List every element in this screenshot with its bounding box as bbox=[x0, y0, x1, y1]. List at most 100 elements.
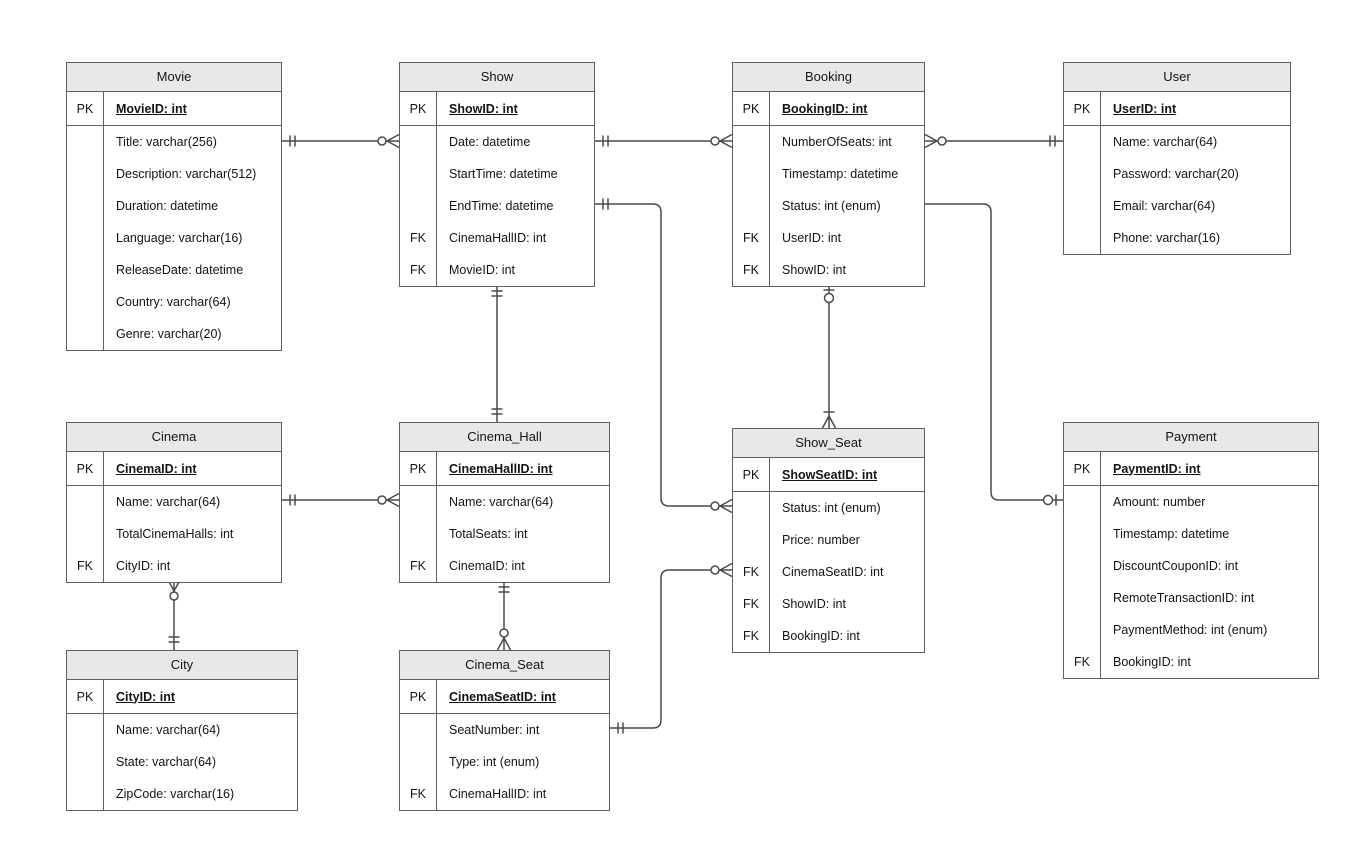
key-label: FK bbox=[1064, 646, 1101, 678]
attribute-text: UserID: int bbox=[782, 231, 842, 245]
attribute-row: DiscountCouponID: int bbox=[1064, 550, 1318, 582]
attribute-text: Name: varchar(64) bbox=[116, 723, 221, 737]
key-label bbox=[733, 492, 770, 524]
primary-key-row: PK CinemaHallID: int bbox=[400, 452, 609, 486]
attribute-text: Password: varchar(20) bbox=[1113, 167, 1239, 181]
key-label bbox=[400, 158, 437, 190]
attribute-text: Country: varchar(64) bbox=[116, 295, 231, 309]
key-label bbox=[733, 190, 770, 222]
attribute-text: ShowID: int bbox=[782, 597, 846, 611]
attribute-text: Type: int (enum) bbox=[449, 755, 540, 769]
attribute-row: Email: varchar(64) bbox=[1064, 190, 1290, 222]
attribute-text: CityID: int bbox=[116, 689, 176, 704]
attribute-row: ReleaseDate: datetime bbox=[67, 254, 281, 286]
attribute-row: Name: varchar(64) bbox=[67, 486, 281, 518]
key-label bbox=[733, 126, 770, 158]
attribute-text: StartTime: datetime bbox=[449, 167, 558, 181]
attribute-text: UserID: int bbox=[1113, 101, 1177, 116]
attribute-text: CinemaSeatID: int bbox=[782, 565, 884, 579]
key-label: PK bbox=[733, 92, 770, 125]
entity-title: User bbox=[1064, 63, 1290, 92]
key-label bbox=[1064, 550, 1101, 582]
key-label bbox=[67, 126, 104, 158]
attribute-text: ReleaseDate: datetime bbox=[116, 263, 244, 277]
attribute-text: CinemaHallID: int bbox=[449, 787, 547, 801]
attribute-text: Timestamp: datetime bbox=[1113, 527, 1230, 541]
attribute-text: Price: number bbox=[782, 533, 860, 547]
attribute-row: Price: number bbox=[733, 524, 924, 556]
attribute-row: StartTime: datetime bbox=[400, 158, 594, 190]
key-label bbox=[1064, 222, 1101, 254]
attribute-text: SeatNumber: int bbox=[449, 723, 540, 737]
relationship-show-show_seat bbox=[595, 203, 732, 507]
key-label bbox=[67, 778, 104, 810]
attribute-row: EndTime: datetime bbox=[400, 190, 594, 222]
key-label bbox=[67, 254, 104, 286]
attribute-row: Name: varchar(64) bbox=[67, 714, 297, 746]
key-label bbox=[400, 746, 437, 778]
attribute-row: RemoteTransactionID: int bbox=[1064, 582, 1318, 614]
key-label: FK bbox=[733, 556, 770, 588]
key-label bbox=[67, 518, 104, 550]
key-label: PK bbox=[400, 452, 437, 485]
attribute-text: Amount: number bbox=[1113, 495, 1206, 509]
key-label: FK bbox=[733, 588, 770, 620]
key-label bbox=[67, 486, 104, 518]
attribute-text: CinemaSeatID: int bbox=[449, 689, 556, 704]
attribute-text: Email: varchar(64) bbox=[1113, 199, 1216, 213]
attribute-text: DiscountCouponID: int bbox=[1113, 559, 1239, 573]
attribute-text: Status: int (enum) bbox=[782, 199, 881, 213]
key-label bbox=[67, 190, 104, 222]
key-label bbox=[400, 518, 437, 550]
entity-title: Movie bbox=[67, 63, 281, 92]
attribute-text: Phone: varchar(16) bbox=[1113, 231, 1221, 245]
attribute-text: Description: varchar(512) bbox=[116, 167, 257, 181]
attribute-row: Language: varchar(16) bbox=[67, 222, 281, 254]
attribute-row: ZipCode: varchar(16) bbox=[67, 778, 297, 810]
attribute-row: Name: varchar(64) bbox=[400, 486, 609, 518]
attribute-row: Timestamp: datetime bbox=[1064, 518, 1318, 550]
key-label: FK bbox=[733, 254, 770, 286]
attribute-text: ShowID: int bbox=[782, 263, 846, 277]
attribute-text: ShowID: int bbox=[449, 101, 518, 116]
key-label: PK bbox=[1064, 452, 1101, 485]
attribute-row: Date: datetime bbox=[400, 126, 594, 158]
attribute-row: Description: varchar(512) bbox=[67, 158, 281, 190]
attribute-text: CinemaID: int bbox=[116, 461, 197, 476]
attribute-text: CinemaHallID: int bbox=[449, 461, 553, 476]
attribute-text: NumberOfSeats: int bbox=[782, 135, 892, 149]
entity-title: Cinema_Hall bbox=[400, 423, 609, 452]
attribute-row: FK ShowID: int bbox=[733, 588, 924, 620]
attribute-text: Title: varchar(256) bbox=[116, 135, 217, 149]
attribute-text: Duration: datetime bbox=[116, 199, 219, 213]
key-label: FK bbox=[733, 222, 770, 254]
attribute-text: PaymentMethod: int (enum) bbox=[1113, 623, 1268, 637]
attribute-text: TotalCinemaHalls: int bbox=[116, 527, 234, 541]
attribute-text: Language: varchar(16) bbox=[116, 231, 243, 245]
relationship-booking-payment bbox=[925, 203, 1063, 501]
key-label bbox=[67, 286, 104, 318]
relationship-cinema_seat-show_seat bbox=[610, 569, 732, 729]
